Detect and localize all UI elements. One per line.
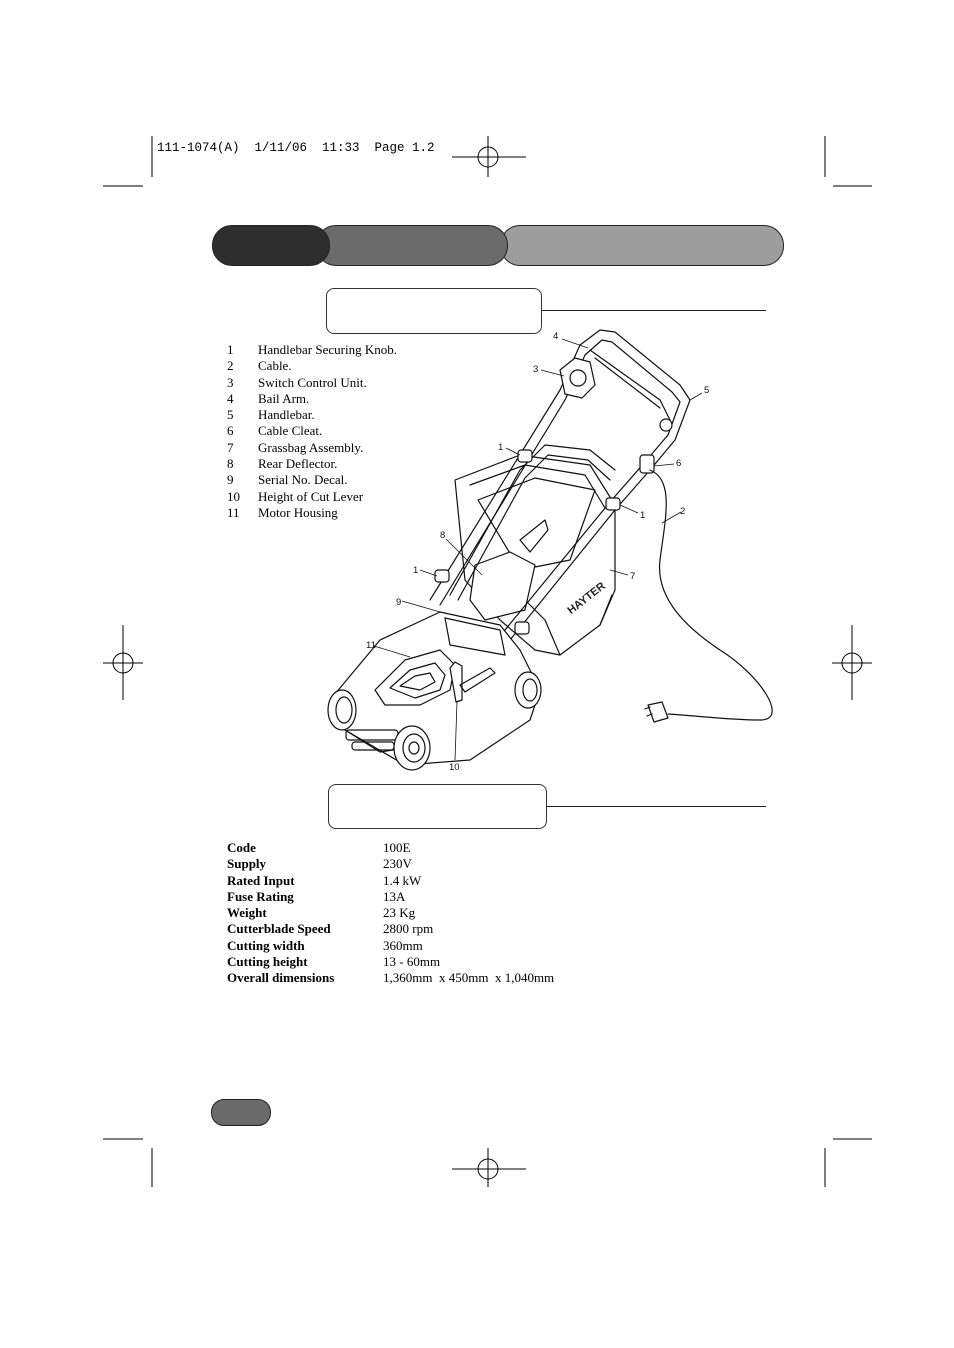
callout-number: 7 — [630, 571, 635, 582]
callout-number: 9 — [396, 597, 401, 608]
callout-number: 2 — [680, 506, 685, 517]
securing-knob-upper-right — [605, 497, 621, 511]
wheel-rear — [514, 671, 542, 709]
switch-control-unit — [559, 357, 596, 399]
callout-number: 11 — [366, 640, 376, 651]
callout-number: 5 — [704, 385, 709, 396]
registration-mark-top — [452, 136, 526, 177]
tab-light — [500, 225, 784, 266]
callout-number: 6 — [676, 458, 681, 469]
callout-number: 3 — [533, 364, 538, 375]
plug-icon — [647, 701, 669, 723]
securing-knob-upper-left — [517, 449, 533, 463]
callout-number: 1 — [413, 565, 418, 576]
securing-knob-lower — [434, 569, 450, 583]
header-tabs — [212, 225, 784, 266]
callout-number: 10 — [449, 762, 460, 773]
tab-dark — [212, 225, 330, 266]
callout-number: 1 — [498, 442, 503, 453]
page-number-badge — [211, 1099, 271, 1126]
print-slug: 111-1074(A) 1/11/06 11:33 Page 1.2 — [157, 141, 435, 155]
section-box-specs — [328, 784, 547, 829]
registration-mark-right — [832, 625, 872, 700]
callout-number: 4 — [553, 331, 558, 342]
section-rule-parts — [541, 310, 766, 311]
registration-mark-left — [103, 625, 143, 700]
height-of-cut-lever — [449, 661, 463, 703]
callout-number: 1 — [640, 510, 645, 521]
wheel-front-left — [327, 689, 357, 731]
cable — [649, 469, 773, 721]
section-box-parts — [326, 288, 542, 334]
lawnmower-diagram: HAYTER 4 3 5 1 6 1 2 8 7 1 9 11 10 — [327, 329, 773, 773]
bail-arm — [589, 349, 671, 421]
cable-cleat — [639, 454, 655, 474]
registration-mark-bottom — [452, 1148, 526, 1187]
callout-number: 8 — [440, 530, 445, 541]
tab-mid — [316, 225, 508, 266]
section-rule-specs — [546, 806, 766, 807]
wheel-front-right — [393, 725, 431, 771]
